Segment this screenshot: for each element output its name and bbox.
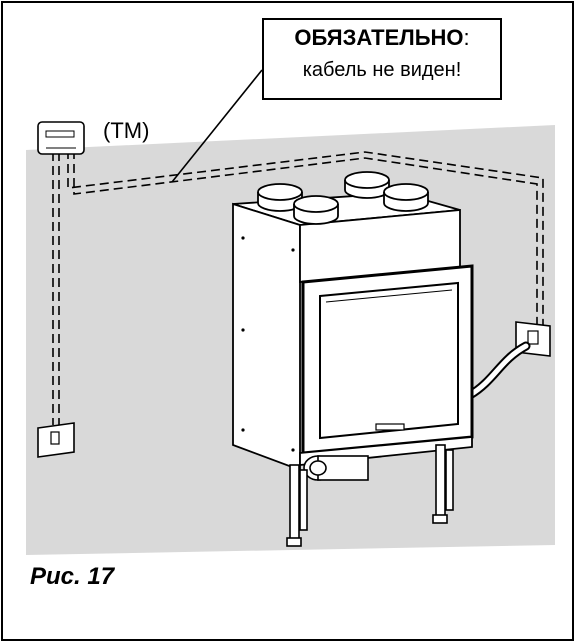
- fan-unit: [303, 455, 369, 481]
- callout-leader: [171, 69, 263, 183]
- wall-switch: [37, 422, 75, 458]
- callout-title: ОБЯЗАТЕЛЬНО: [294, 25, 464, 50]
- warning-callout: ОБЯЗАТЕЛЬНО: кабель не виден!: [262, 18, 502, 100]
- thermostat-label: (TM): [103, 118, 150, 143]
- support-legs: [286, 444, 454, 547]
- callout-subtitle: кабель не виден!: [302, 59, 462, 81]
- hidden-cable: [52, 150, 544, 425]
- callout-title-line: ОБЯЗАТЕЛЬНО:: [264, 24, 500, 52]
- figure-caption: Рис. 17: [30, 563, 115, 590]
- air-outlets: [257, 171, 429, 225]
- callout-title-suffix: :: [463, 25, 470, 50]
- power-cable: [467, 343, 529, 398]
- fireplace-insert: [232, 192, 474, 472]
- thermostat-device: [37, 121, 85, 155]
